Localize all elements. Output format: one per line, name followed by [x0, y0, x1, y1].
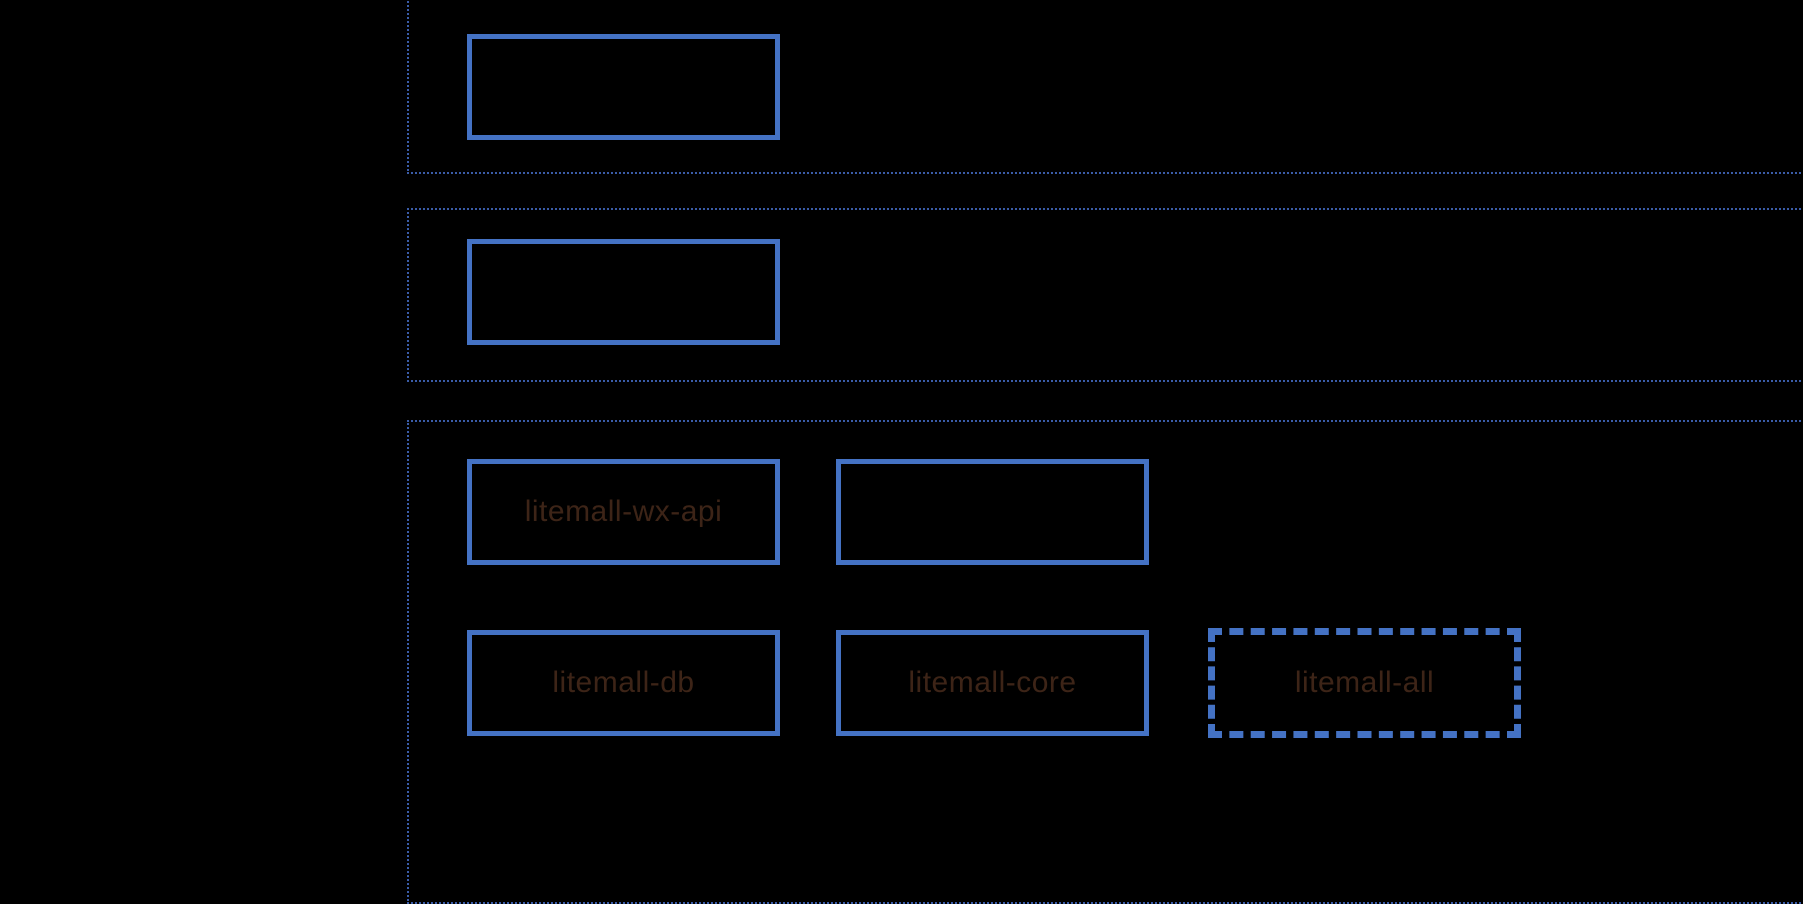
group-middle: [407, 208, 1803, 382]
group-top: [407, 0, 1803, 174]
module-label: litemall-db: [552, 666, 695, 699]
module-litemall-all[interactable]: litemall-all: [1208, 628, 1521, 738]
module-top-1[interactable]: [467, 34, 780, 140]
module-label: litemall-all: [1294, 666, 1435, 699]
module-label: litemall-wx-api: [524, 495, 723, 528]
module-bottom-row1-2[interactable]: [836, 459, 1149, 565]
module-middle-1[interactable]: [467, 239, 780, 345]
module-litemall-core[interactable]: litemall-core: [836, 630, 1149, 736]
module-label: litemall-core: [908, 666, 1077, 699]
module-litemall-db[interactable]: litemall-db: [467, 630, 780, 736]
module-litemall-wx-api[interactable]: litemall-wx-api: [467, 459, 780, 565]
